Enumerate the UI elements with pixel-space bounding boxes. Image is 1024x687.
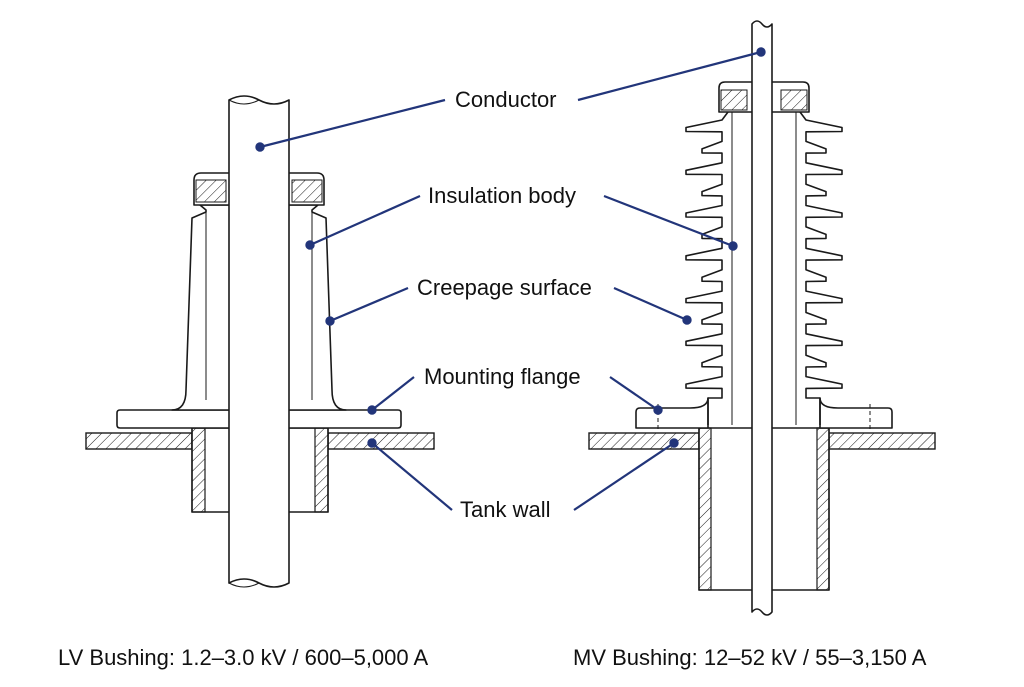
mv-bushing — [588, 20, 936, 616]
lv-tank-wall-left — [85, 432, 193, 450]
lv-conductor — [228, 95, 290, 588]
mv-tank-wall-left — [588, 432, 700, 450]
mv-insulation-sheds — [685, 111, 843, 425]
label-tank-wall: Tank wall — [460, 497, 550, 522]
label-insulation-body: Insulation body — [428, 183, 576, 208]
mv-shed-profile-right — [799, 111, 843, 425]
mv-tank-wall-right — [828, 432, 936, 450]
mv-mounting-flange-right — [819, 397, 893, 429]
label-mounting-flange: Mounting flange — [424, 364, 581, 389]
caption-mv-bushing: MV Bushing: 12–52 kV / 55–3,150 A — [573, 645, 927, 670]
label-conductor: Conductor — [455, 87, 557, 112]
lv-bushing — [85, 95, 435, 588]
caption-lv-bushing: LV Bushing: 1.2–3.0 kV / 600–5,000 A — [58, 645, 429, 670]
mv-conductor — [751, 20, 773, 616]
lv-tank-wall-right — [327, 432, 435, 450]
label-creepage-surface: Creepage surface — [417, 275, 592, 300]
mv-shed-profile-left — [685, 111, 729, 425]
leader-lines — [255, 47, 766, 511]
